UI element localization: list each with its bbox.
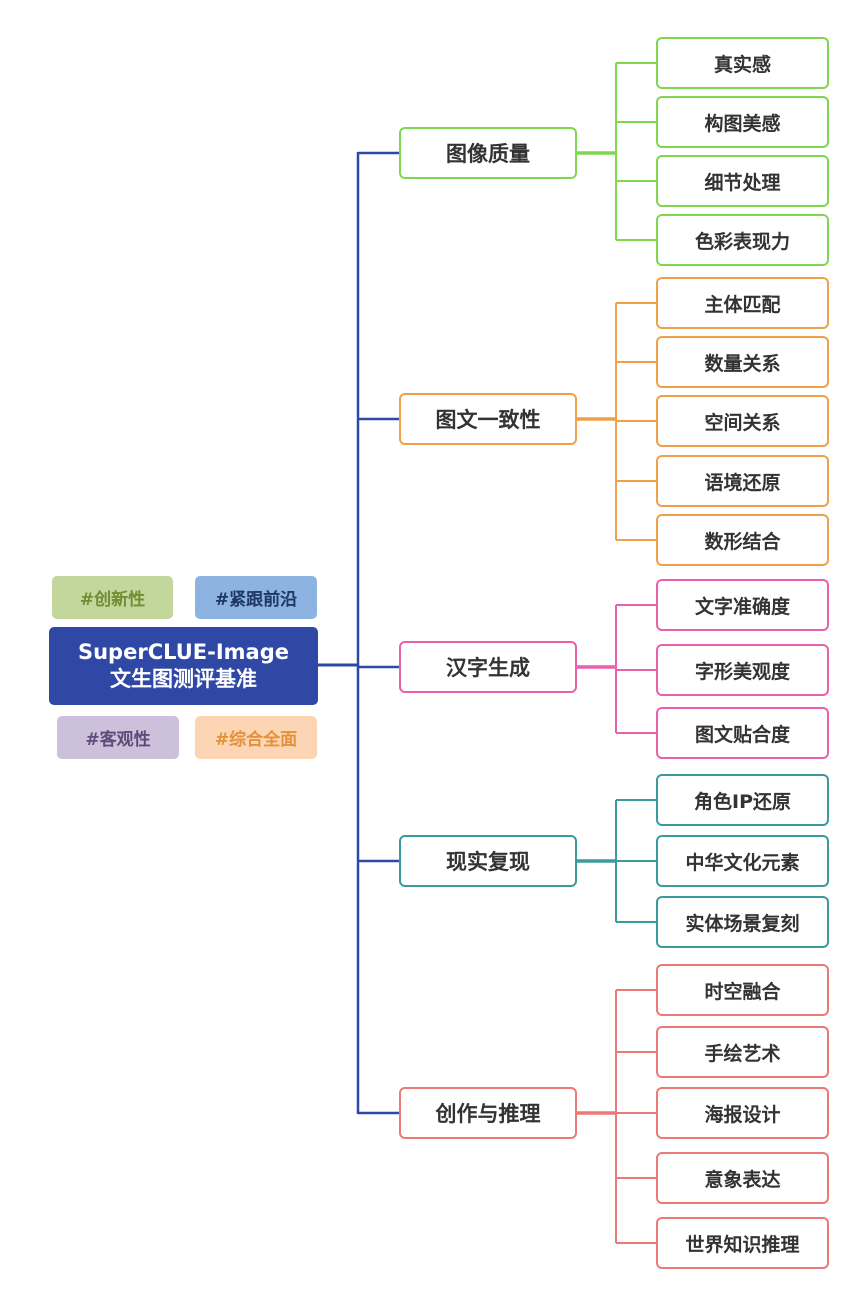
subcategory-node: 真实感	[656, 37, 829, 89]
subcategory-node: 细节处理	[656, 155, 829, 207]
tag-innovation: #创新性	[52, 576, 173, 619]
subcategory-node: 时空融合	[656, 964, 829, 1016]
subcategory-node: 构图美感	[656, 96, 829, 148]
subcategory-node: 文字准确度	[656, 579, 829, 631]
root-title-line2: 文生图测评基准	[110, 667, 257, 691]
category-node: 图像质量	[399, 127, 577, 179]
subcategory-node: 数量关系	[656, 336, 829, 388]
subcategory-node: 中华文化元素	[656, 835, 829, 887]
subcategory-node: 语境还原	[656, 455, 829, 507]
subcategory-node: 手绘艺术	[656, 1026, 829, 1078]
subcategory-node: 主体匹配	[656, 277, 829, 329]
root-node: SuperCLUE-Image 文生图测评基准	[49, 627, 318, 705]
subcategory-node: 色彩表现力	[656, 214, 829, 266]
root-title-line1: SuperCLUE-Image	[77, 640, 289, 664]
category-node: 现实复现	[399, 835, 577, 887]
subcategory-node: 数形结合	[656, 514, 829, 566]
tag-cutting-edge: #紧跟前沿	[195, 576, 317, 619]
tag-comprehensive: #综合全面	[195, 716, 317, 759]
category-node: 汉字生成	[399, 641, 577, 693]
tag-objectivity: #客观性	[57, 716, 179, 759]
subcategory-node: 字形美观度	[656, 644, 829, 696]
subcategory-node: 实体场景复刻	[656, 896, 829, 948]
category-node: 图文一致性	[399, 393, 577, 445]
subcategory-node: 世界知识推理	[656, 1217, 829, 1269]
subcategory-node: 角色IP还原	[656, 774, 829, 826]
subcategory-node: 海报设计	[656, 1087, 829, 1139]
category-node: 创作与推理	[399, 1087, 577, 1139]
subcategory-node: 空间关系	[656, 395, 829, 447]
subcategory-node: 图文贴合度	[656, 707, 829, 759]
subcategory-node: 意象表达	[656, 1152, 829, 1204]
